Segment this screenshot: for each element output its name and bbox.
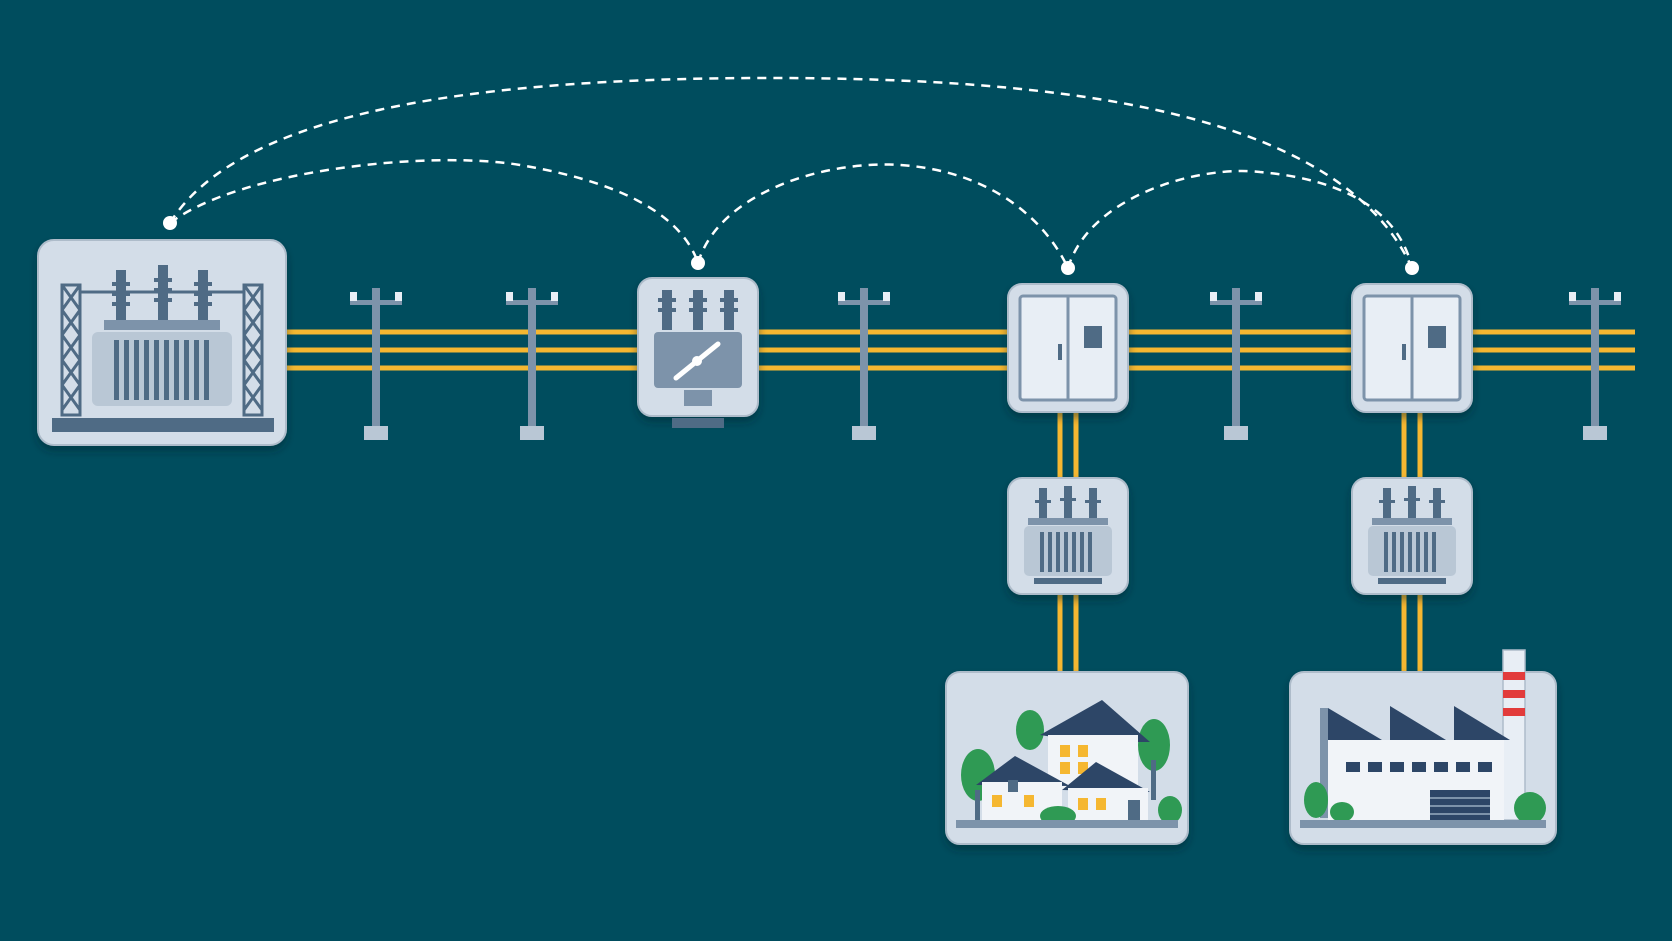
recloser-node[interactable] xyxy=(637,277,759,428)
link-substation-to-recloser xyxy=(169,158,700,264)
endpoint-switchgear-2 xyxy=(1405,261,1419,275)
switchgear-cabinet-icon xyxy=(1018,294,1118,402)
substation-transformer-icon xyxy=(52,265,274,432)
endpoint-switchgear-1 xyxy=(1061,261,1075,275)
distribution-transformer-2-node[interactable] xyxy=(1351,477,1473,595)
endpoint-substation xyxy=(163,216,177,230)
distribution-transformer-icon xyxy=(1368,486,1456,584)
recloser-switch-icon xyxy=(654,290,742,428)
factory-icon xyxy=(1300,649,1546,828)
link-endpoints xyxy=(163,216,1419,275)
industrial-plant-node[interactable] xyxy=(1289,649,1557,845)
residential-area-node[interactable] xyxy=(945,671,1189,845)
switchgear-1-node[interactable] xyxy=(1007,283,1129,413)
utility-pole-icon xyxy=(350,288,402,440)
communication-links xyxy=(168,76,1414,269)
feeder-lines xyxy=(1057,412,1423,672)
utility-pole-icon xyxy=(1210,288,1262,440)
link-recloser-to-switchgear-1 xyxy=(696,163,1070,269)
utility-poles xyxy=(350,288,1621,440)
houses-icon xyxy=(956,700,1182,828)
endpoint-recloser xyxy=(691,256,705,270)
switchgear-2-node[interactable] xyxy=(1351,283,1473,413)
switchgear-cabinet-icon xyxy=(1362,294,1462,402)
distribution-transformer-1-node[interactable] xyxy=(1007,477,1129,595)
main-substation-node[interactable] xyxy=(37,239,287,446)
utility-pole-icon xyxy=(506,288,558,440)
link-switchgear-1-to-switchgear-2 xyxy=(1066,169,1414,269)
utility-pole-icon xyxy=(1569,288,1621,440)
utility-pole-icon xyxy=(838,288,890,440)
distribution-transformer-icon xyxy=(1024,486,1112,584)
